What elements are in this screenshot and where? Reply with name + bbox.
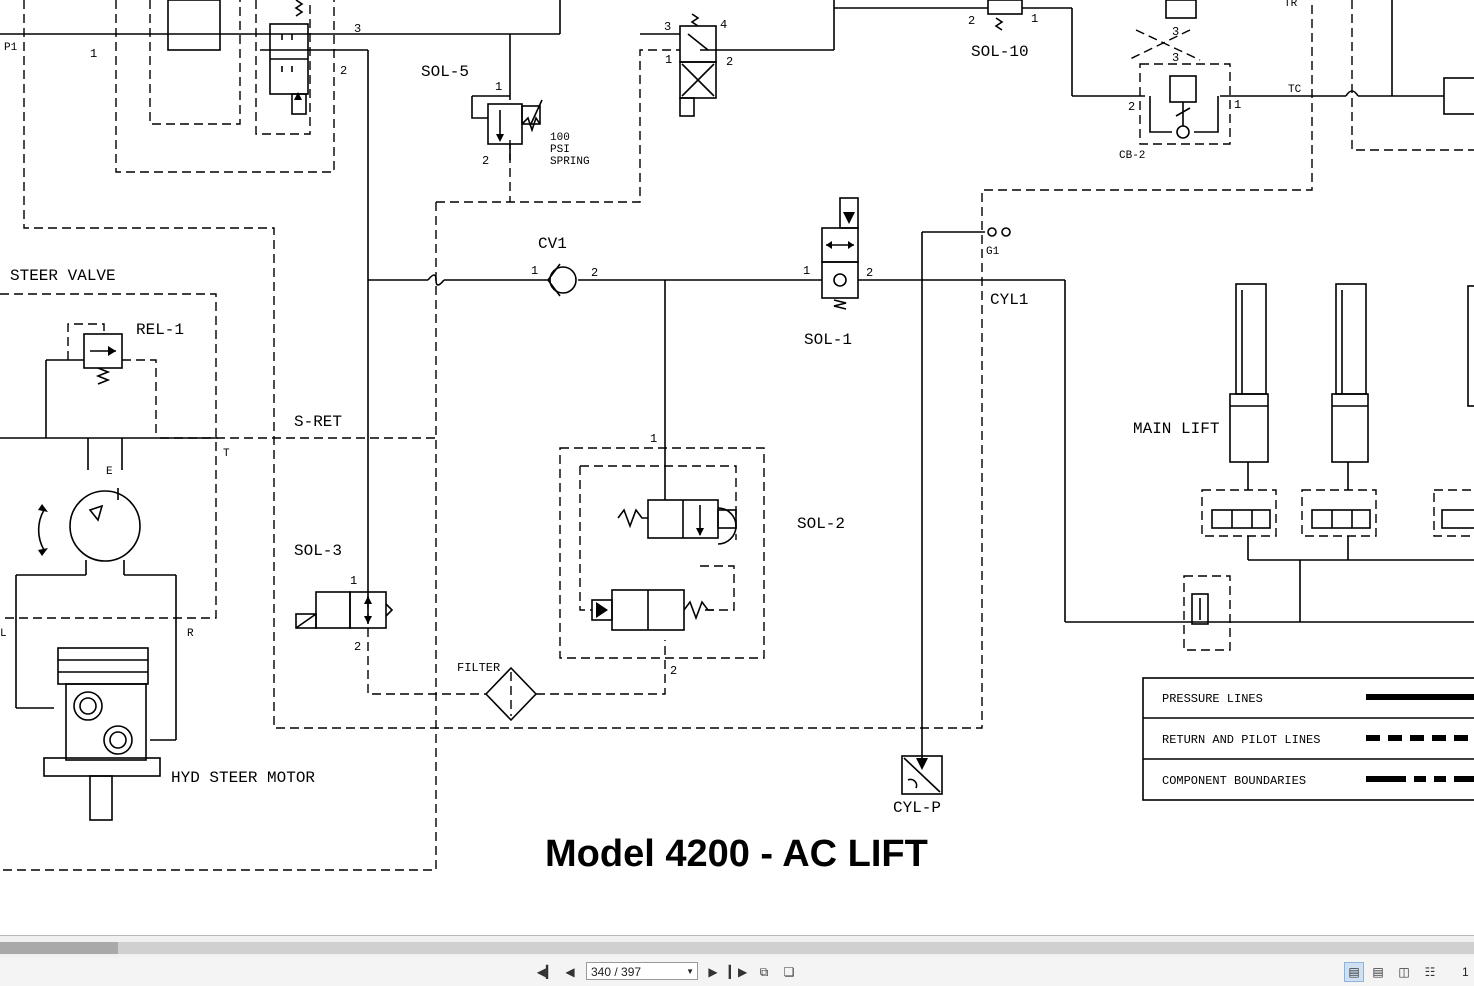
label-spring-1: 100 [550, 132, 570, 144]
diagram-title: Model 4200 - AC LIFT [545, 833, 928, 875]
label-sol-3: SOL-3 [294, 542, 342, 560]
svg-text:1: 1 [650, 432, 657, 446]
hydraulic-schematic: PRESSURE LINES RETURN AND PILOT LINES CO… [0, 0, 1474, 875]
sol-2-valve [591, 499, 737, 631]
svg-text:1: 1 [1031, 12, 1038, 26]
cyl-p-symbol [901, 755, 943, 795]
label-sol-5: SOL-5 [421, 63, 469, 81]
page-indicator-text: 340 / 397 [591, 965, 642, 979]
hyd-steer-motor-drawing [43, 647, 161, 821]
label-port-t: T [223, 448, 230, 460]
label-tr: TR [1284, 0, 1298, 10]
label-cyl-p: CYL-P [893, 799, 941, 817]
legend-boundaries-label: COMPONENT BOUNDARIES [1162, 774, 1306, 788]
return-lines [0, 0, 1474, 871]
top-left-valve [167, 0, 309, 115]
label-port-e: E [106, 466, 113, 478]
continuous-icon[interactable]: ▤ [1372, 965, 1384, 979]
two-page-continuous-icon[interactable]: ☷ [1424, 965, 1436, 979]
viewer-toolbar: ◀▎ ◀ 340 / 397 ▼ ▶ ▎▶ ⧉ ❏ ▤ ▤ ◫ ☷ 1 [0, 957, 1474, 986]
label-cb-2: CB-2 [1119, 150, 1145, 162]
last-page-icon[interactable]: ▎▶ [728, 965, 748, 979]
svg-text:2: 2 [591, 266, 598, 280]
label-tc: TC [1288, 84, 1302, 96]
diagram-labels: P1 STEER VALVE REL-1 S-RET SOL-3 SOL-5 1… [0, 0, 1302, 875]
label-cyl1: CYL1 [990, 291, 1028, 309]
svg-text:2: 2 [726, 55, 733, 69]
label-sol-1: SOL-1 [804, 331, 852, 349]
first-page-icon[interactable]: ◀▎ [536, 965, 556, 979]
label-port-r: R [187, 628, 194, 640]
cv1-check-valve [547, 263, 577, 297]
two-page-icon[interactable]: ◫ [1398, 965, 1410, 979]
svg-text:2: 2 [866, 266, 873, 280]
rel-1-valve [67, 323, 157, 438]
scrollbar-thumb[interactable] [118, 942, 1474, 954]
main-lift-cylinders [1229, 283, 1474, 463]
svg-text:3: 3 [664, 20, 671, 34]
svg-text:4: 4 [720, 18, 727, 32]
label-spring-2: PSI [550, 144, 570, 156]
label-s-ret: S-RET [294, 413, 342, 431]
label-cv1: CV1 [538, 235, 567, 253]
svg-text:3: 3 [354, 22, 361, 36]
sol-3-valve [295, 591, 394, 629]
steer-motor-symbol [37, 488, 141, 562]
g1-gauge-port [987, 227, 1011, 237]
label-hyd-steer-motor: HYD STEER MOTOR [171, 769, 315, 787]
svg-text:2: 2 [1128, 100, 1135, 114]
label-rel-1: REL-1 [136, 321, 184, 339]
legend-pressure-label: PRESSURE LINES [1162, 692, 1263, 706]
pressure-lines [0, 0, 1474, 760]
copy-icon[interactable]: ⧉ [759, 964, 769, 979]
svg-text:2: 2 [340, 64, 347, 78]
svg-text:1: 1 [665, 53, 672, 67]
top-center-valve [679, 13, 717, 117]
label-g1: G1 [986, 246, 1000, 258]
legend-return-label: RETURN AND PILOT LINES [1162, 733, 1320, 747]
svg-text:1: 1 [531, 264, 538, 278]
svg-text:1: 1 [350, 574, 357, 588]
paste-icon[interactable]: ❏ [783, 965, 795, 979]
svg-text:2: 2 [482, 154, 489, 168]
chevron-down-icon[interactable]: ▼ [686, 967, 694, 976]
horizontal-scrollbar[interactable] [0, 935, 1474, 958]
svg-text:1: 1 [495, 80, 502, 94]
svg-text:2: 2 [354, 640, 361, 654]
filter-symbol [484, 666, 538, 722]
label-sol-10: SOL-10 [971, 43, 1029, 61]
label-main-lift: MAIN LIFT [1133, 420, 1219, 438]
svg-text:3: 3 [1172, 51, 1179, 65]
label-steer-valve: STEER VALVE [10, 267, 116, 285]
legend-box: PRESSURE LINES RETURN AND PILOT LINES CO… [1142, 677, 1474, 801]
label-p1: P1 [4, 42, 18, 54]
svg-text:2: 2 [670, 664, 677, 678]
svg-text:3: 3 [1172, 25, 1179, 39]
label-filter: FILTER [457, 661, 500, 675]
sol-5-valve [471, 95, 543, 160]
label-spring-3: SPRING [550, 156, 590, 168]
page-number-input[interactable]: 340 / 397 ▼ [586, 962, 698, 980]
cb-2-valve [1149, 0, 1219, 139]
label-port-l: L [0, 628, 7, 640]
next-page-icon[interactable]: ▶ [708, 965, 718, 979]
svg-text:1: 1 [1234, 98, 1241, 112]
zoom-level: 1 [1462, 965, 1469, 979]
svg-text:1: 1 [90, 47, 97, 61]
svg-text:2: 2 [968, 14, 975, 28]
single-page-icon[interactable]: ▤ [1344, 962, 1364, 982]
svg-text:1: 1 [803, 264, 810, 278]
prev-page-icon[interactable]: ◀ [565, 965, 575, 979]
label-sol-2: SOL-2 [797, 515, 845, 533]
scrollbar-left-region[interactable] [0, 942, 118, 954]
port-numbers: 1 3 2 1 2 3 4 1 2 2 1 3 3 2 1 1 2 1 2 1 … [90, 12, 1241, 678]
sol-10-valve [987, 0, 1023, 31]
lift-valves [1191, 489, 1474, 625]
component-boundaries [0, 0, 1231, 659]
sol-1-valve [821, 197, 859, 310]
